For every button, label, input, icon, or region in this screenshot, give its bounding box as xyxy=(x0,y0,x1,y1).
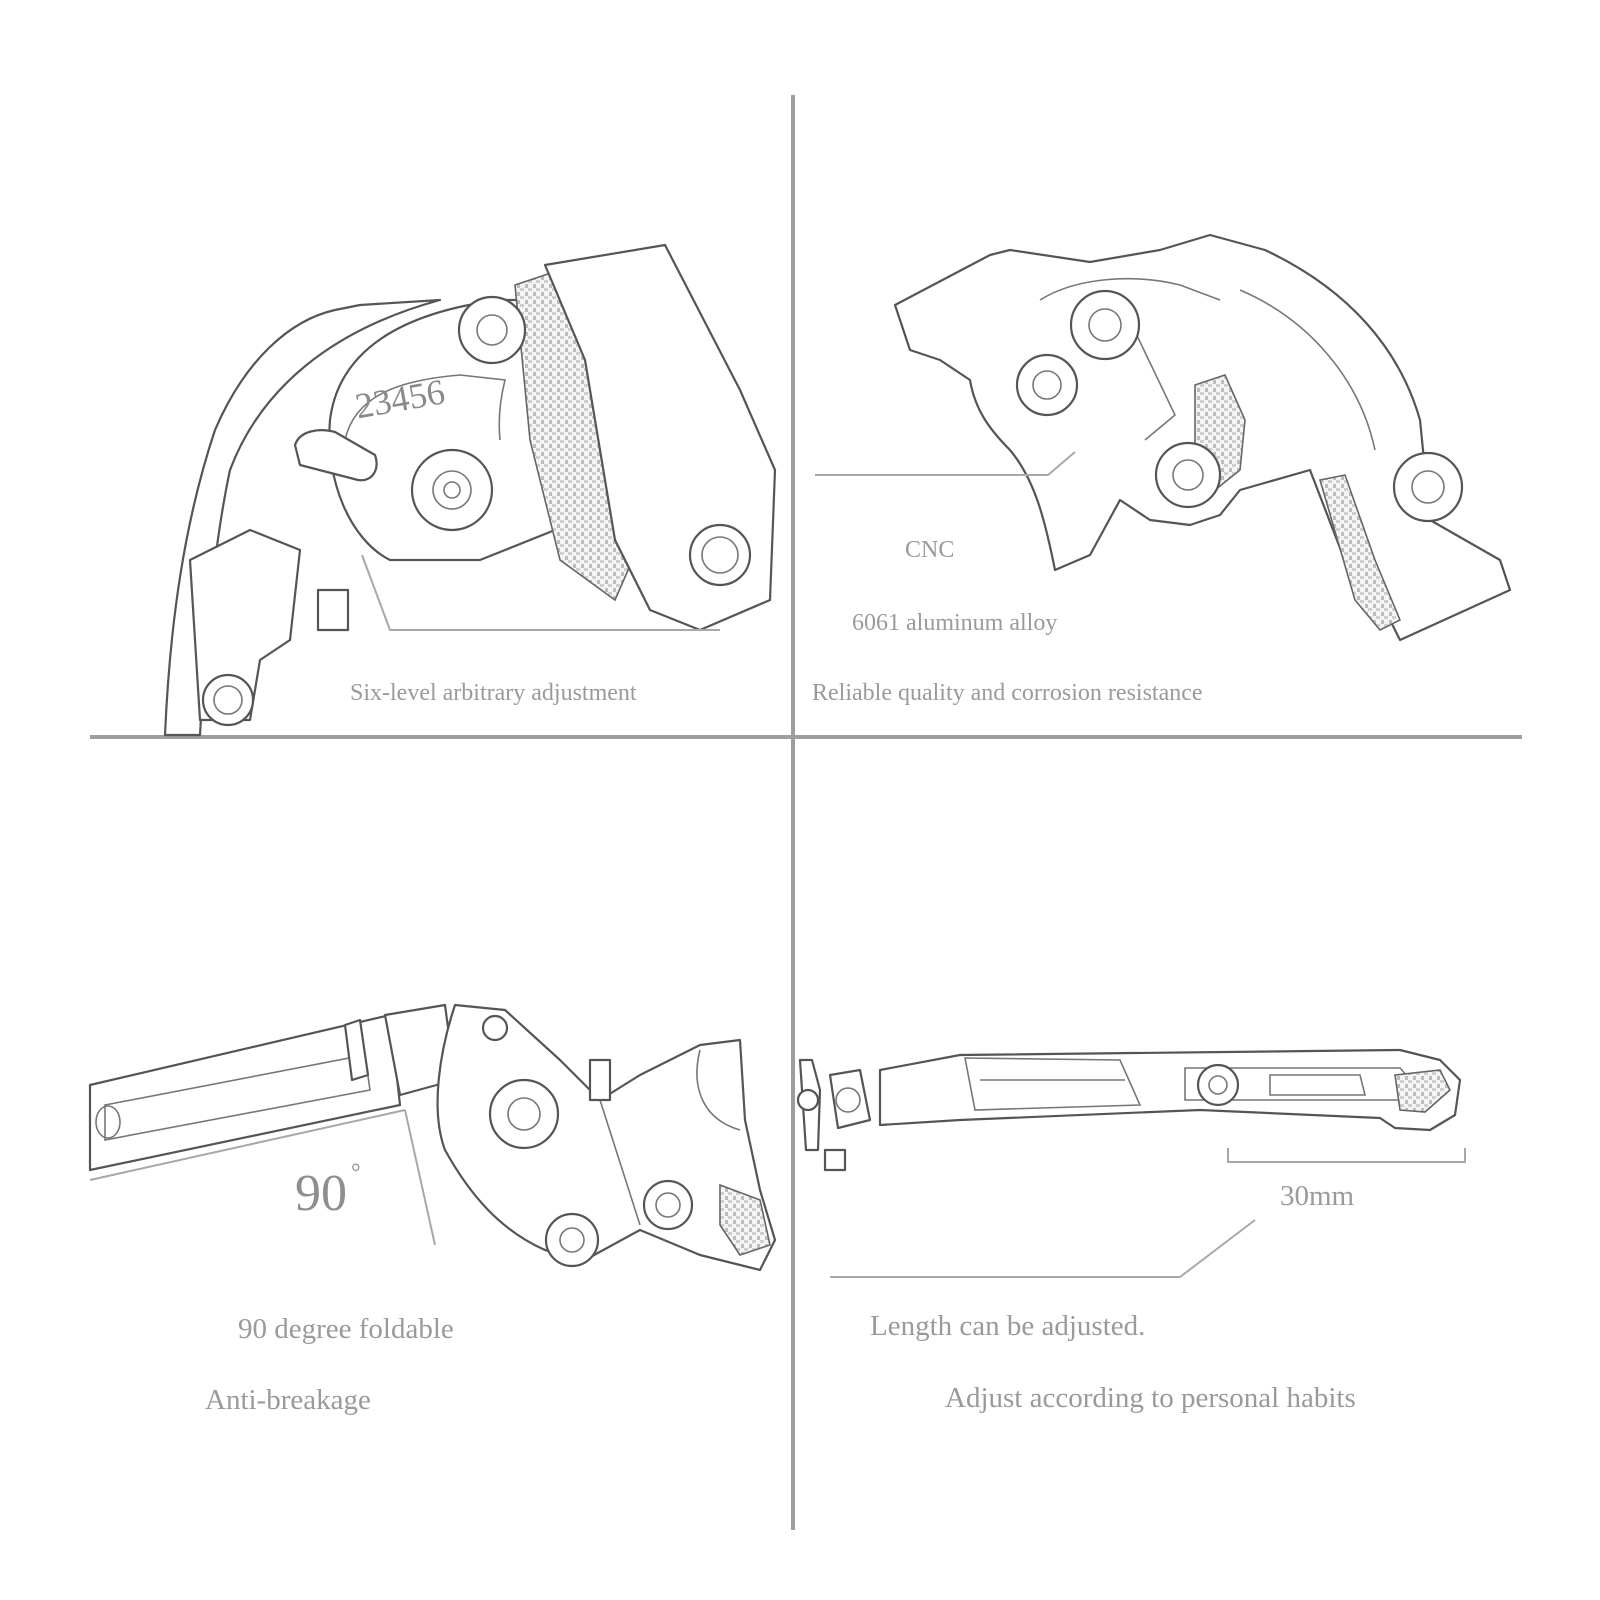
caption-material-cnc: CNC xyxy=(905,537,955,563)
extended-lever-drawing xyxy=(796,1048,1466,1278)
caption-length-adjusted: Length can be adjusted. xyxy=(870,1310,1146,1342)
cnc-lever-body-drawing xyxy=(815,233,1512,642)
caption-alloy: 6061 aluminum alloy xyxy=(852,610,1058,636)
angle-label: 90° xyxy=(295,1160,361,1223)
lever-adjuster-drawing xyxy=(163,243,777,737)
caption-six-level-adjustment: Six-level arbitrary adjustment xyxy=(350,680,637,706)
angle-unit: ° xyxy=(351,1160,361,1186)
folded-lever-drawing xyxy=(88,1003,777,1272)
measure-30mm: 30mm xyxy=(1280,1180,1355,1212)
caption-90-degree-foldable: 90 degree foldable xyxy=(238,1313,454,1345)
angle-value: 90 xyxy=(295,1165,347,1222)
caption-anti-breakage: Anti-breakage xyxy=(205,1384,371,1416)
caption-adjust-personal-habits: Adjust according to personal habits xyxy=(945,1382,1356,1414)
caption-reliable-quality: Reliable quality and corrosion resistanc… xyxy=(812,680,1203,706)
